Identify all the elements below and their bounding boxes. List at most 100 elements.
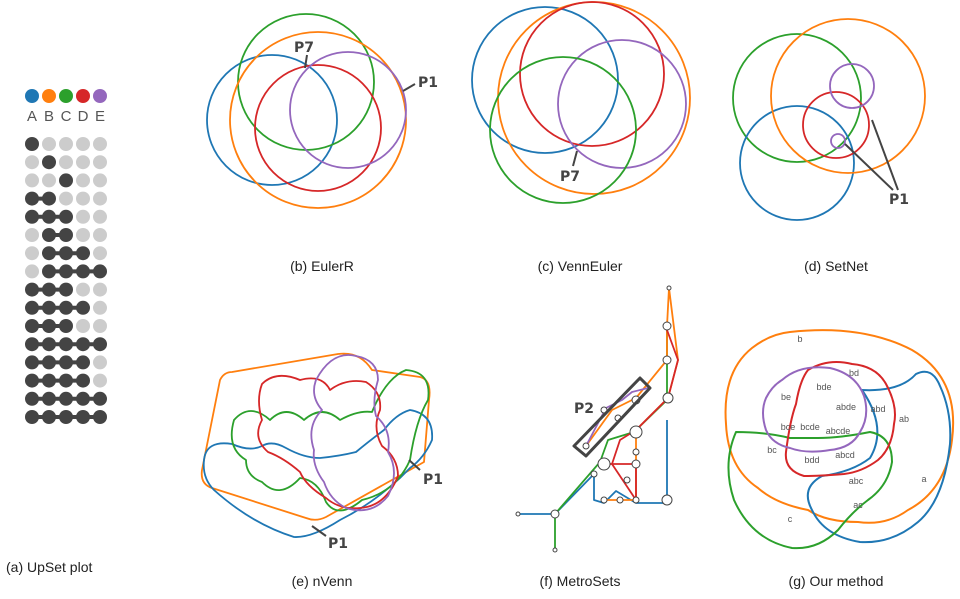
setnet-set-e-small <box>830 133 846 149</box>
nvenn-set-d <box>257 374 399 510</box>
upset-dot-filled <box>59 173 73 188</box>
eulerr-panel: P7 P1 (b) EulerR <box>206 13 438 274</box>
region-label-abcde: abcde <box>826 426 851 436</box>
region-label-a: a <box>921 474 926 484</box>
caption-nvenn: (e) nVenn <box>292 573 353 589</box>
upset-dot-empty <box>93 191 107 206</box>
upset-dot-empty <box>25 246 39 261</box>
upset-matrix <box>25 137 107 424</box>
upset-dot-empty <box>93 355 107 370</box>
setnet-set-b <box>770 18 926 174</box>
region-label-ac: ac <box>853 500 863 510</box>
eulerr-set-a <box>206 54 338 186</box>
ours-set-b <box>724 329 955 524</box>
upset-dot-filled <box>76 246 90 261</box>
upset-row <box>25 410 107 424</box>
region-label-abcd: abcd <box>835 450 855 460</box>
venneuler-set-d <box>519 1 665 147</box>
upset-dot-filled <box>76 337 90 352</box>
upset-dot-filled <box>93 410 107 424</box>
upset-row <box>25 173 107 188</box>
setnet-set-d <box>802 91 870 159</box>
eulerr-set-c <box>237 13 375 151</box>
upset-dot-filled <box>25 137 39 151</box>
upset-dot-filled <box>93 391 107 406</box>
upset-row <box>25 300 107 315</box>
upset-dot-filled <box>25 209 39 224</box>
upset-dot-filled <box>93 337 107 352</box>
caption-metrosets: (f) MetroSets <box>540 573 621 589</box>
region-label-abc: abc <box>849 476 864 486</box>
region-label-bde: bde <box>816 382 831 392</box>
caption-ours: (g) Our method <box>789 573 884 589</box>
upset-dot-filled <box>42 391 56 406</box>
upset-dot-filled <box>76 410 90 424</box>
nvenn-set-e <box>310 354 395 512</box>
upset-dot-filled <box>59 282 73 297</box>
set-letter-b: B <box>44 108 54 125</box>
upset-row <box>25 319 107 333</box>
ours-set-c <box>727 431 893 550</box>
venneuler-panel: P7 (c) VennEuler <box>471 1 691 274</box>
set-color-dot-c <box>59 89 73 103</box>
venneuler-set-b <box>497 1 691 195</box>
upset-dot-filled <box>25 410 39 424</box>
upset-dot-empty <box>93 300 107 315</box>
upset-dot-filled <box>76 391 90 406</box>
metrosets-label-p2: P2 <box>574 401 594 417</box>
upset-dot-filled <box>25 355 39 370</box>
upset-dot-filled <box>42 355 56 370</box>
upset-dot-filled <box>25 282 39 297</box>
set-letter-e: E <box>95 108 105 125</box>
region-label-ab: ab <box>899 414 909 424</box>
eulerr-label-p1: P1 <box>418 75 438 91</box>
upset-dot-filled <box>42 155 56 170</box>
upset-dot-empty <box>93 319 107 333</box>
region-label-abde: abde <box>836 402 856 412</box>
upset-row <box>25 246 107 261</box>
upset-dot-empty <box>42 173 56 188</box>
upset-dot-filled <box>59 246 73 261</box>
caption-eulerr: (b) EulerR <box>290 258 354 274</box>
upset-dot-empty <box>25 264 39 279</box>
set-color-dot-a <box>25 89 39 103</box>
setnet-callout-p1-b <box>871 119 899 191</box>
upset-dot-empty <box>76 191 90 206</box>
nvenn-set-c <box>230 369 430 512</box>
upset-dot-empty <box>93 209 107 224</box>
upset-dot-filled <box>59 209 73 224</box>
upset-dot-empty <box>93 155 107 170</box>
set-color-dot-b <box>42 89 56 103</box>
upset-row <box>25 337 107 352</box>
upset-dot-filled <box>42 337 56 352</box>
upset-row <box>25 228 107 242</box>
upset-dot-filled <box>42 373 56 388</box>
upset-dot-filled <box>25 319 39 333</box>
upset-dot-filled <box>42 228 56 242</box>
upset-row <box>25 391 107 406</box>
setnet-label-p1: P1 <box>889 192 909 208</box>
upset-dot-filled <box>59 355 73 370</box>
region-label-c: c <box>788 514 793 524</box>
upset-dot-empty <box>76 173 90 188</box>
upset-dot-filled <box>42 209 56 224</box>
upset-dot-empty <box>76 282 90 297</box>
upset-dot-filled <box>76 300 90 315</box>
eulerr-set-e <box>289 51 407 169</box>
set-letter-a: A <box>27 108 37 125</box>
upset-dot-filled <box>42 300 56 315</box>
upset-dot-filled <box>25 191 39 206</box>
venneuler-callout-p7 <box>572 150 578 167</box>
setnet-set-e <box>829 63 875 109</box>
upset-dot-filled <box>59 264 73 279</box>
ours-set-e <box>762 366 868 453</box>
nvenn-panel: P1 P1 (e) nVenn <box>200 352 443 589</box>
metrosets-highlight-p2 <box>572 376 652 458</box>
upset-row <box>25 264 107 279</box>
upset-dot-empty <box>93 173 107 188</box>
region-label-abd: abd <box>870 404 885 414</box>
upset-row <box>25 355 107 370</box>
set-color-dot-e <box>93 89 107 103</box>
region-label-be: be <box>781 392 791 402</box>
